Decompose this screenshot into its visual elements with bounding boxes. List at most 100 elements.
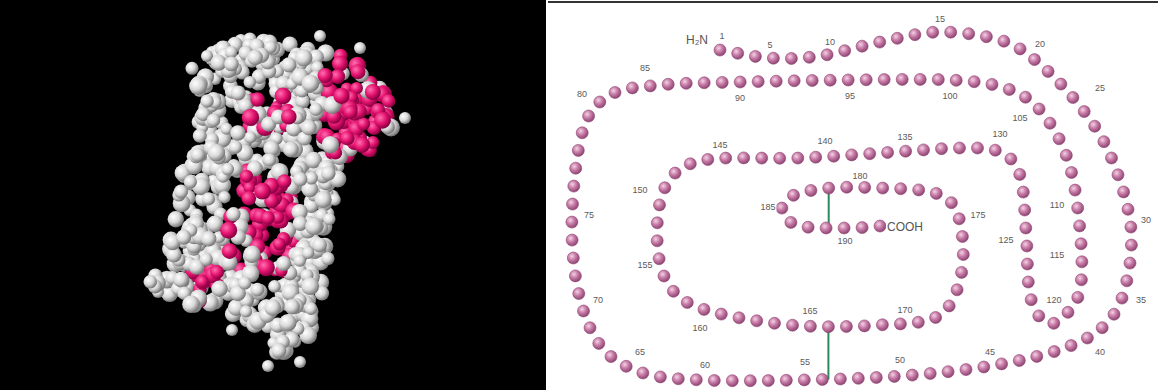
atom-sphere: [210, 265, 224, 279]
residue-bead: [806, 75, 818, 87]
atom-sphere: [224, 57, 239, 72]
atom-sphere: [202, 192, 215, 205]
residue-bead: [1098, 136, 1110, 148]
residue-bead: [1072, 291, 1084, 303]
residue-bead: [858, 320, 870, 332]
atom-sphere: [200, 253, 213, 266]
atom-sphere: [333, 88, 349, 104]
residue-bead: [751, 315, 763, 327]
disulfide-bond: [827, 327, 829, 380]
atom-sphere: [220, 222, 237, 239]
residue-bead: [1125, 239, 1137, 251]
residue-bead: [956, 266, 968, 278]
atom-sphere: [344, 105, 358, 119]
residue-bead: [846, 149, 858, 161]
residue-number: 175: [969, 211, 986, 220]
residue-bead: [785, 53, 797, 65]
atom-sphere: [315, 191, 332, 208]
atom-sphere: [238, 276, 251, 289]
residue-bead: [1065, 340, 1077, 352]
residue-bead: [810, 151, 822, 163]
atom-sphere: [251, 284, 267, 300]
residue-bead: [834, 373, 846, 385]
residue-bead: [1075, 274, 1087, 286]
residue-bead: [566, 216, 578, 228]
atom-sphere: [294, 356, 306, 368]
residue-number: 55: [799, 358, 811, 367]
atom-sphere: [271, 343, 286, 358]
atom-sphere: [351, 64, 366, 79]
residue-bead: [986, 78, 998, 90]
residue-bead: [1020, 222, 1032, 234]
residue-bead: [876, 319, 888, 331]
residue-bead: [669, 167, 681, 179]
residue-bead: [1125, 221, 1137, 233]
residue-bead: [802, 221, 814, 233]
atom-sphere: [301, 277, 319, 295]
residue-bead: [774, 152, 786, 164]
residue-bead: [1081, 332, 1093, 344]
residue-bead: [572, 144, 584, 156]
atom-sphere: [332, 56, 348, 72]
residue-bead: [1118, 186, 1130, 198]
atom-sphere: [231, 126, 245, 140]
atom-sphere: [365, 84, 381, 100]
atom-sphere: [285, 299, 300, 314]
residue-number: 145: [711, 141, 728, 150]
residue-bead: [957, 249, 969, 261]
residue-bead: [1025, 294, 1037, 306]
atom-sphere: [244, 76, 256, 88]
residue-bead: [856, 40, 868, 52]
residue-number: 120: [1045, 296, 1062, 305]
atom-sphere: [293, 216, 308, 231]
residue-bead: [714, 44, 726, 56]
residue-bead: [734, 76, 746, 88]
residue-bead: [769, 317, 781, 329]
residue-bead: [788, 75, 800, 87]
residue-bead: [998, 35, 1010, 47]
atom-sphere: [354, 42, 366, 54]
atom-sphere: [258, 259, 275, 276]
residue-bead: [680, 77, 692, 89]
residue-bead: [951, 284, 963, 296]
residue-bead: [651, 235, 663, 247]
atom-sphere: [201, 231, 216, 246]
residue-bead: [906, 369, 918, 381]
atom-sphere: [305, 302, 318, 315]
residue-bead: [864, 148, 876, 160]
residue-bead: [859, 181, 871, 193]
space-filling-model: [144, 30, 412, 372]
residue-bead: [960, 364, 972, 376]
residue-bead: [932, 74, 944, 86]
atom-sphere: [318, 68, 333, 83]
atom-sphere: [262, 360, 274, 372]
atom-sphere: [207, 113, 221, 127]
residue-bead: [821, 49, 833, 61]
residue-bead: [877, 182, 889, 194]
residue-number: 70: [592, 296, 604, 305]
atom-sphere: [196, 275, 209, 288]
residue-bead: [593, 337, 605, 349]
residue-bead: [1053, 133, 1065, 145]
residue-bead: [816, 374, 828, 386]
residue-bead: [804, 320, 816, 332]
atom-sphere: [264, 299, 281, 316]
residue-bead: [838, 222, 850, 234]
residue-bead: [945, 197, 957, 209]
residue-number: 25: [1094, 84, 1106, 93]
residue-bead: [1020, 91, 1032, 103]
residue-bead: [715, 308, 727, 320]
residue-bead: [1067, 92, 1079, 104]
residue-number: 35: [1135, 296, 1147, 305]
residue-bead: [1066, 167, 1078, 179]
residue-bead: [605, 351, 617, 363]
residue-number: 95: [844, 92, 856, 101]
atom-sphere: [268, 280, 281, 293]
residue-bead: [570, 162, 582, 174]
atom-sphere: [321, 252, 334, 265]
residue-number: 170: [896, 306, 913, 315]
residue-bead: [672, 373, 684, 385]
residue-bead: [856, 222, 868, 234]
residue-number: 155: [636, 261, 653, 270]
